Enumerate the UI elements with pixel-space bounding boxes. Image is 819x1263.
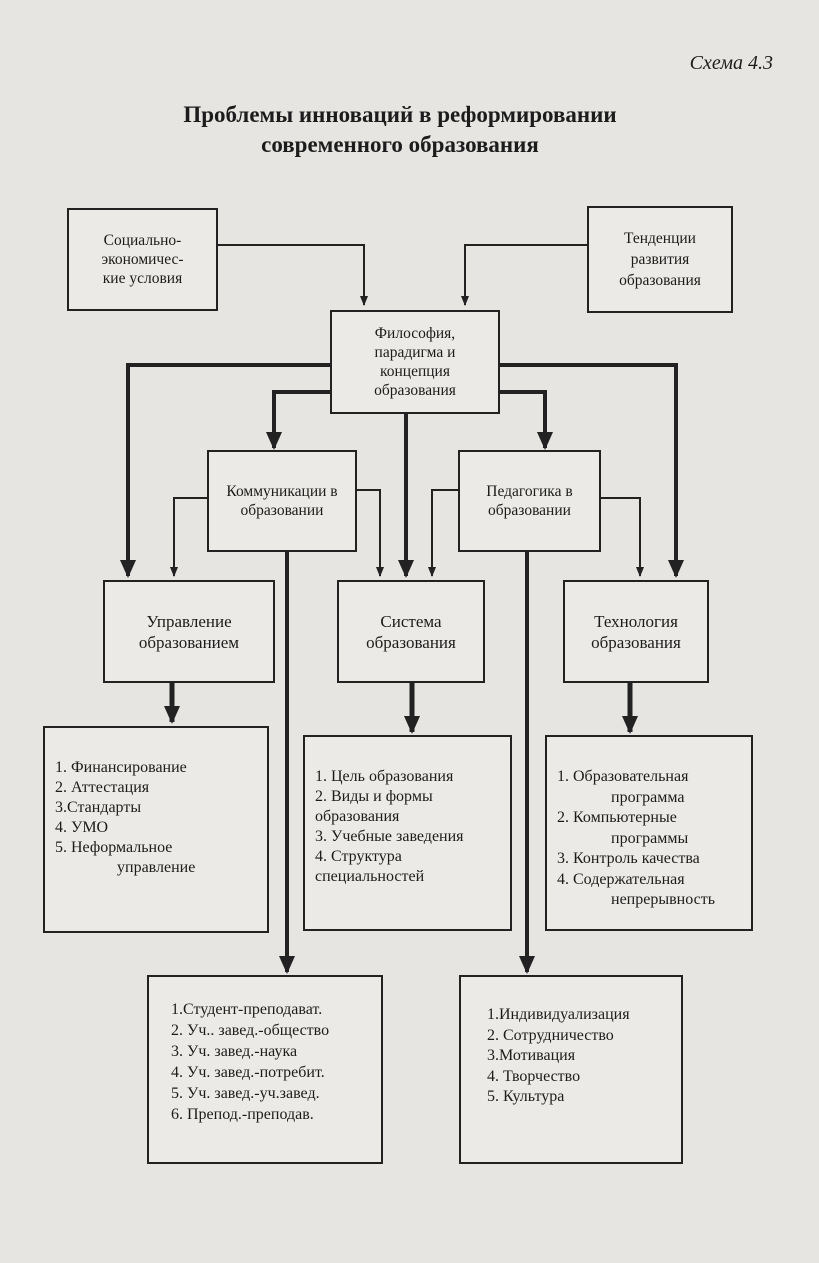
list-communications: 1.Студент-преподават. 2. Уч.. завед.-общ… bbox=[147, 975, 383, 1164]
node-pedagogy-label: Педагогика в образовании bbox=[486, 483, 573, 519]
list-management-item-1: 1. Финансирование bbox=[55, 759, 187, 776]
list-technology: 1. Образовательная программа 2. Компьюте… bbox=[545, 735, 753, 931]
list-management-item-4: 4. УМО bbox=[55, 819, 109, 836]
list-system-item-4: 4. Структура bbox=[315, 848, 402, 865]
node-technology: Технология образования bbox=[563, 580, 709, 683]
list-management-item-3: 3.Стандарты bbox=[55, 799, 142, 816]
list-management-item-5-cont: управление bbox=[117, 859, 196, 876]
diagram-title: Проблемы инноваций в реформировании совр… bbox=[120, 100, 680, 160]
node-communications-label: Коммуникации в образовании bbox=[226, 483, 338, 519]
node-communications: Коммуникации в образовании bbox=[207, 450, 357, 552]
list-system-item-2: 2. Виды и формы bbox=[315, 788, 433, 805]
node-social-conditions-label: Социально- экономичес- кие условия bbox=[101, 232, 184, 287]
list-system-item-4-cont: специальностей bbox=[315, 868, 425, 885]
list-technology-item-4: 4. Содержательная bbox=[557, 870, 685, 888]
node-social-conditions: Социально- экономичес- кие условия bbox=[67, 208, 218, 311]
node-management: Управление образованием bbox=[103, 580, 275, 683]
title-line-1: Проблемы инноваций в реформировании bbox=[183, 102, 617, 127]
arrow-philosophy-to-pedagogy bbox=[500, 390, 553, 450]
list-communications-item-2: 2. Уч.. завед.-общество bbox=[171, 1022, 330, 1039]
list-pedagogy-item-4: 4. Творчество bbox=[487, 1067, 581, 1085]
list-communications-item-1: 1.Студент-преподават. bbox=[171, 1001, 323, 1018]
list-communications-item-4: 4. Уч. завед.-потребит. bbox=[171, 1064, 325, 1081]
arrow-communications-to-management bbox=[170, 497, 207, 577]
node-technology-label: Технология образования bbox=[591, 611, 681, 652]
list-system-item-2-cont: образования bbox=[315, 808, 400, 825]
node-education-trends: Тенденции развития образования bbox=[587, 206, 733, 313]
list-communications-item-6: 6. Препод.-преподав. bbox=[171, 1106, 314, 1123]
arrow-pedagogy-to-technology bbox=[601, 497, 644, 577]
list-system-item-3: 3. Учебные заведения bbox=[315, 828, 464, 845]
list-technology-item-2-cont: программы bbox=[611, 829, 689, 847]
node-management-label: Управление образованием bbox=[138, 611, 240, 652]
list-system-item-1: 1. Цель образования bbox=[315, 768, 454, 785]
list-pedagogy-item-2: 2. Сотрудничество bbox=[487, 1026, 614, 1044]
list-management-item-2: 2. Аттестация bbox=[55, 779, 150, 796]
list-pedagogy-item-5: 5. Культура bbox=[487, 1088, 565, 1105]
list-technology-item-3: 3. Контроль качества bbox=[557, 850, 700, 867]
arrow-trends-to-philosophy bbox=[461, 244, 587, 306]
scheme-number: Схема 4.3 bbox=[689, 52, 773, 74]
node-philosophy-label: Философия, парадигма и концепция образов… bbox=[374, 325, 456, 399]
arrow-communications-to-system bbox=[357, 489, 384, 577]
list-management-item-5: 5. Неформальное bbox=[55, 839, 173, 856]
list-technology-item-4-cont: непрерывность bbox=[611, 891, 715, 908]
arrow-social-to-philosophy bbox=[218, 244, 368, 306]
list-pedagogy-item-1: 1.Индивидуализация bbox=[487, 1006, 630, 1023]
list-communications-item-5: 5. Уч. завед.-уч.завед. bbox=[171, 1085, 320, 1102]
node-system: Система образования bbox=[337, 580, 485, 683]
list-communications-item-3: 3. Уч. завед.-наука bbox=[171, 1043, 298, 1060]
arrow-philosophy-to-management bbox=[120, 363, 330, 578]
list-pedagogy: 1.Индивидуализация 2. Сотрудничество 3.М… bbox=[459, 975, 683, 1164]
arrow-philosophy-to-technology bbox=[500, 363, 684, 578]
list-pedagogy-item-3: 3.Мотивация bbox=[487, 1047, 576, 1064]
list-technology-item-2: 2. Компьютерные bbox=[557, 809, 677, 826]
list-management: 1. Финансирование 2. Аттестация 3.Станда… bbox=[43, 726, 269, 933]
title-line-2: современного образования bbox=[261, 132, 539, 157]
arrow-philosophy-to-communications bbox=[266, 390, 330, 450]
node-pedagogy: Педагогика в образовании bbox=[458, 450, 601, 552]
list-technology-item-1: 1. Образовательная bbox=[557, 768, 689, 785]
list-system: 1. Цель образования 2. Виды и формы обра… bbox=[303, 735, 512, 931]
list-technology-item-1-cont: программа bbox=[611, 788, 685, 806]
node-system-label: Система образования bbox=[366, 611, 456, 652]
node-education-trends-label: Тенденции развития образования bbox=[619, 230, 701, 289]
node-philosophy: Философия, парадигма и концепция образов… bbox=[330, 310, 500, 414]
arrow-pedagogy-to-system bbox=[428, 489, 458, 577]
